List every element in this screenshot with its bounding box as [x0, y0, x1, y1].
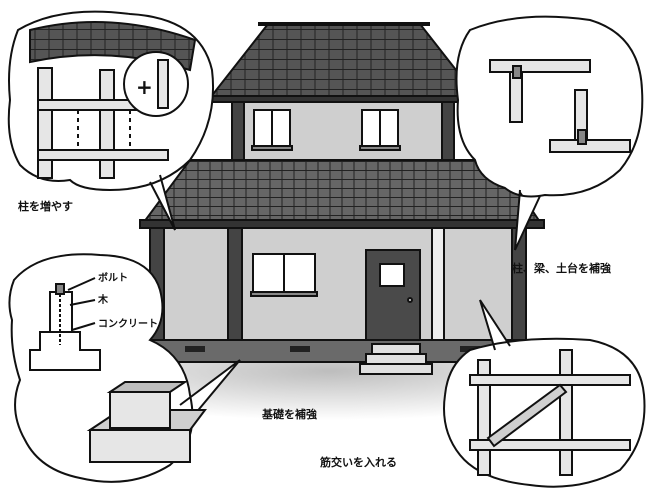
pillar-added [431, 227, 445, 341]
callout-reinforce-foundation [8, 253, 241, 483]
upper-window-left [251, 109, 293, 151]
callout-add-pillars: + [7, 10, 215, 231]
label-concrete: コンクリート [98, 318, 158, 330]
lower-floor-wall [151, 227, 525, 341]
label-add-braces: 筋交いを入れる [319, 455, 397, 469]
upper-window-right [359, 109, 401, 151]
callout-add-braces [443, 299, 646, 488]
pillar-center-left [227, 227, 243, 341]
upper-roof [207, 23, 481, 99]
lower-window [250, 253, 318, 297]
house [139, 22, 545, 375]
label-wood: 木 [97, 293, 109, 306]
corner-pillar-right [511, 227, 527, 341]
label-reinforce-foundation: 基礎を補強 [261, 407, 317, 421]
label-reinforce-frame: 柱、梁、土台を補強 [512, 261, 611, 275]
front-door [365, 249, 421, 345]
plus-sign: + [136, 75, 153, 99]
label-add-pillars: 柱を増やす [18, 199, 73, 213]
label-bolt: ボルト [98, 271, 128, 284]
entrance-steps [359, 343, 433, 375]
callout-reinforce-frame [455, 15, 644, 251]
